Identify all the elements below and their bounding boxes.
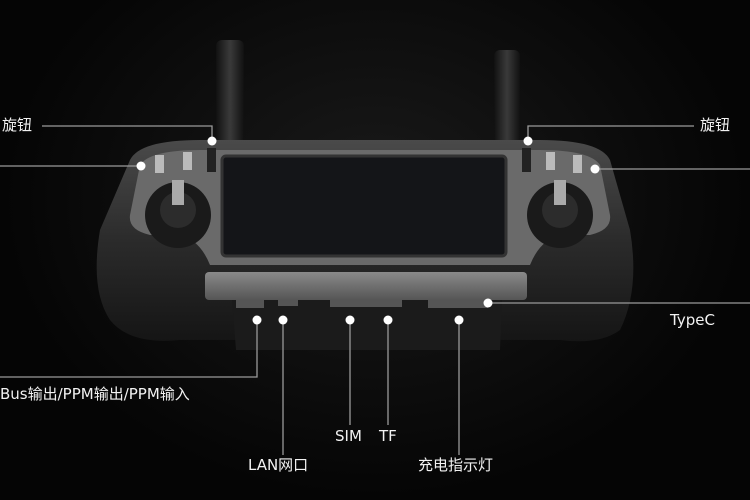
screen [220, 154, 508, 258]
label-typec: TypeC [670, 311, 715, 329]
port-panel [205, 272, 527, 300]
label-sim: SIM [335, 427, 362, 445]
stand [232, 300, 502, 350]
switches [155, 148, 582, 173]
label-knob-left: 旋钮 [2, 116, 33, 134]
antenna-right [494, 50, 520, 145]
ports [236, 300, 488, 308]
antenna-left [216, 40, 244, 145]
callout-dots [136, 136, 600, 325]
joystick-right [527, 180, 593, 248]
label-knob-right: 旋钮 [700, 116, 731, 134]
label-tf: TF [379, 427, 397, 445]
label-charge-led: 充电指示灯 [418, 456, 494, 474]
joystick-left [145, 180, 211, 248]
label-sbus-ppm: Bus输出/PPM输出/PPM输入 [0, 385, 190, 403]
callout-lines [0, 125, 750, 455]
label-lan: LAN网口 [248, 456, 309, 474]
